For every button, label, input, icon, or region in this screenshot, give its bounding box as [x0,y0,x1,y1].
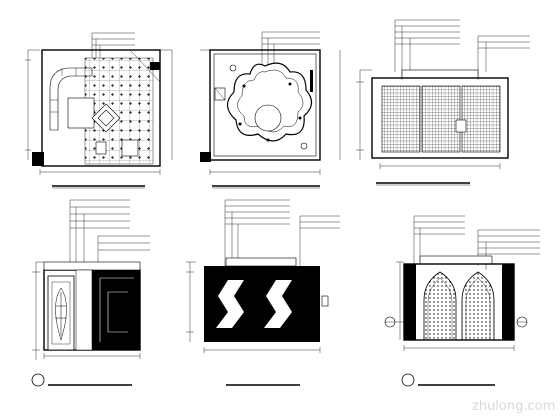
view-6-dark-band-right [502,264,514,340]
view-2-central-dome [254,104,282,132]
view-3-outlet [455,119,467,133]
view-5-wall-light [321,295,329,307]
view-5-zigzag-right [264,280,292,328]
view-2-downlight [238,122,242,126]
watermark: zhulong.com [472,399,555,414]
view-5-zigzag-left [216,280,244,328]
view-3-elevation [356,19,530,186]
view-6-view-marker [401,373,415,387]
view-6-arch-left [423,271,457,341]
view-2-downlight [288,82,292,86]
view-4-dark-panel [92,270,140,350]
view-4-elevation [31,199,150,387]
view-5-cornice [225,257,297,267]
view-3-panel-right [461,85,501,153]
view-4-panel-edge [75,269,93,351]
view-6-cornice [419,255,493,265]
view-6-section-marker [384,316,404,328]
view-4-panel-grooves [99,277,134,342]
view-5-leaders [186,199,340,353]
view-5-dark-wall [204,266,320,342]
view-5-elevation [186,199,340,386]
view-6-arch-inner [427,277,491,340]
view-6-leaders [396,215,540,351]
view-1-sofa-cushions [50,68,77,113]
view-1-coffee-table [67,97,95,129]
view-2-vent-mark [214,87,226,101]
view-1-column [32,152,44,166]
view-4-door-leaf-motif [55,287,67,341]
view-2-room-outline [209,49,321,161]
view-3-cornice [401,69,479,79]
view-3-wall [371,77,509,159]
view-1-sofa [49,67,93,131]
view-2-spotlight [300,142,308,150]
view-1-rug-diamond [91,103,121,133]
view-1-leaders [25,32,173,175]
view-4-view-marker [31,373,45,387]
view-2-inner-outline [213,53,317,157]
view-2-flower-ceiling [226,62,313,142]
view-2-flower-inner [237,69,304,133]
view-6-dark-band-left [404,264,416,340]
view-3-leaders [356,19,530,169]
view-1-side-table [95,141,107,155]
view-6-section-marker [516,316,528,328]
view-2-downlight [242,84,246,88]
view-1-column [150,62,160,70]
view-6-elevation [384,215,540,387]
view-1-diagonal [129,49,161,83]
view-2-spotlight [229,64,237,72]
view-2-ceiling-plan [200,31,341,189]
view-2-light-strip [310,70,313,92]
view-1-room-outline [41,49,161,167]
view-2-column [200,152,211,162]
view-4-cornice [43,261,141,271]
view-2-downlight [298,116,302,120]
view-3-panel-left [381,85,421,153]
view-1-floor-plan [25,32,173,189]
view-2-downlight [266,138,270,142]
view-6-wall [403,263,515,341]
view-4-leaders [32,199,150,360]
view-3-panel-middle [421,85,461,153]
view-1-floor-pattern [85,58,153,164]
view-6-arch-right [461,271,495,341]
view-1-armchair [121,139,139,157]
